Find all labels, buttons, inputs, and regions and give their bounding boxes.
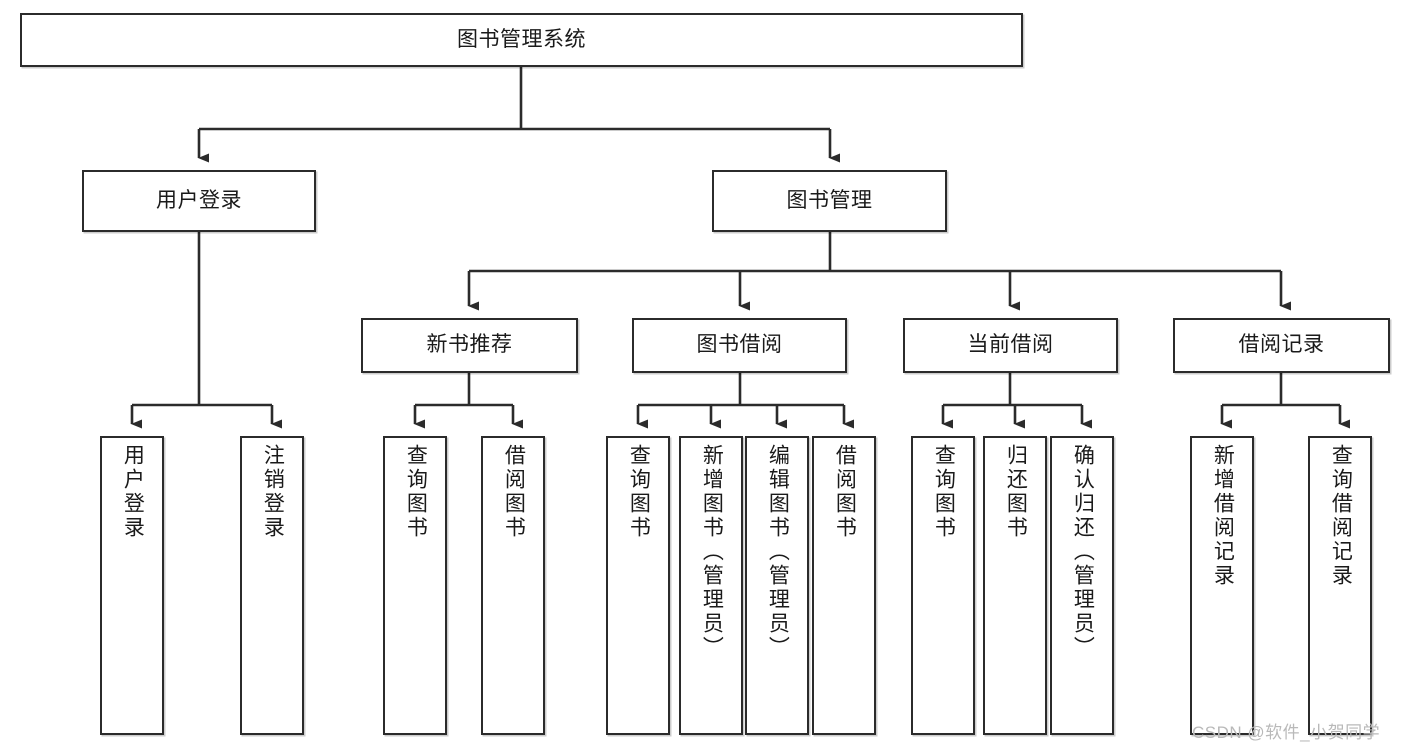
edge-group-book-borrow: [636, 373, 854, 429]
node-label: 注销登录: [261, 444, 285, 540]
node-label: 查询图书: [932, 444, 956, 540]
node-leaf-return-book[interactable]: 归还图书: [983, 436, 1047, 735]
watermark-text: CSDN @软件_小贺同学: [1192, 723, 1381, 742]
node-label: 查询图书: [404, 444, 428, 540]
edge-group-user-login: [130, 232, 282, 429]
node-label: 借阅记录: [1238, 333, 1325, 357]
node-leaf-add-book[interactable]: 新增图书（管理员）: [679, 436, 743, 735]
node-label: 图书管理系统: [457, 27, 586, 51]
node-leaf-add-record[interactable]: 新增借阅记录: [1190, 436, 1254, 735]
node-label: 编辑图书（管理员）: [766, 444, 790, 660]
edge-group-new-book-recommend: [413, 373, 523, 429]
node-label: 图书管理: [786, 188, 873, 212]
node-book-manage[interactable]: 图书管理: [712, 170, 947, 232]
node-label: 查询图书: [627, 444, 651, 540]
node-label: 用户登录: [121, 444, 145, 540]
node-label: 查询借阅记录: [1329, 444, 1353, 588]
node-label: 用户登录: [156, 188, 242, 212]
node-leaf-user-login[interactable]: 用户登录: [100, 436, 164, 735]
edge-group-borrow-record: [1220, 373, 1350, 429]
edge-group-book-manage: [467, 232, 1291, 311]
node-book-borrow[interactable]: 图书借阅: [632, 318, 847, 373]
node-borrow-record[interactable]: 借阅记录: [1173, 318, 1390, 373]
node-current-borrow[interactable]: 当前借阅: [903, 318, 1118, 373]
node-leaf-query-book-3[interactable]: 查询图书: [911, 436, 975, 735]
node-leaf-confirm-return[interactable]: 确认归还（管理员）: [1050, 436, 1114, 735]
node-leaf-user-logout[interactable]: 注销登录: [240, 436, 304, 735]
edge-group-current-borrow: [941, 373, 1092, 429]
node-label: 当前借阅: [967, 333, 1054, 357]
node-label: 新增借阅记录: [1211, 444, 1235, 588]
node-label: 确认归还（管理员）: [1071, 444, 1095, 660]
node-label: 新书推荐: [426, 333, 513, 357]
edge-group-root: [197, 67, 840, 163]
node-leaf-borrow-book-1[interactable]: 借阅图书: [481, 436, 545, 735]
node-label: 借阅图书: [502, 444, 526, 540]
node-label: 借阅图书: [833, 444, 857, 540]
node-root-system[interactable]: 图书管理系统: [20, 13, 1023, 67]
node-new-book-recommend[interactable]: 新书推荐: [361, 318, 578, 373]
node-leaf-query-record[interactable]: 查询借阅记录: [1308, 436, 1372, 735]
node-user-login[interactable]: 用户登录: [82, 170, 316, 232]
node-leaf-borrow-book-2[interactable]: 借阅图书: [812, 436, 876, 735]
node-label: 图书借阅: [696, 333, 783, 357]
node-leaf-edit-book[interactable]: 编辑图书（管理员）: [745, 436, 809, 735]
node-leaf-query-book-1[interactable]: 查询图书: [383, 436, 447, 735]
node-label: 新增图书（管理员）: [700, 444, 724, 660]
node-label: 归还图书: [1004, 444, 1028, 540]
node-leaf-query-book-2[interactable]: 查询图书: [606, 436, 670, 735]
